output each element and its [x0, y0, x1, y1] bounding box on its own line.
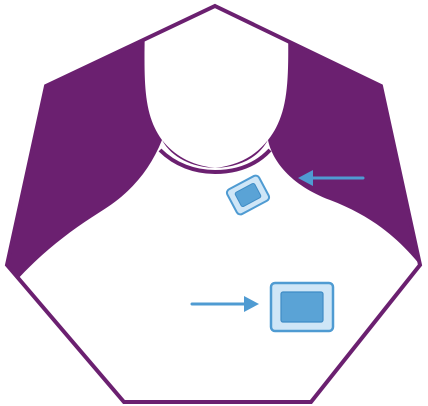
device-large-inner: [281, 292, 323, 322]
implanted-device-large: [271, 283, 333, 331]
